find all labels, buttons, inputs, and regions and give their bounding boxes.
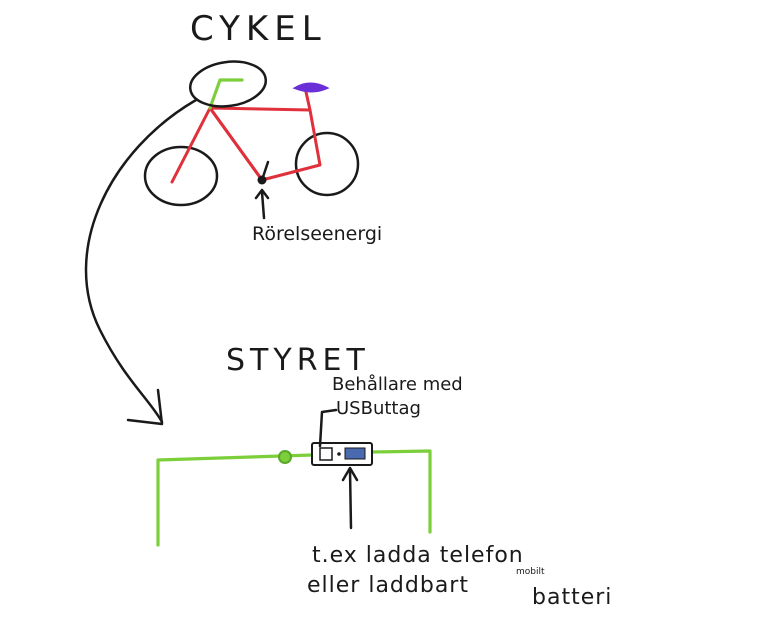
handlebar-right xyxy=(370,449,432,534)
handlebar-detail xyxy=(156,442,432,547)
handlebar-left xyxy=(156,453,314,547)
label-container-2: USButtag xyxy=(336,398,421,419)
handlebar-knob xyxy=(278,450,292,464)
energy-arrow-head xyxy=(254,188,270,200)
title-cykel: CYKEL xyxy=(190,9,327,49)
usage-arrow-head xyxy=(341,466,359,482)
seat xyxy=(292,82,330,93)
curved-arrow-head xyxy=(126,388,164,426)
label-usage-1: t.ex ladda telefon xyxy=(312,543,524,568)
label-container-1: Behållare med xyxy=(332,374,463,395)
pedal-arm xyxy=(260,160,270,182)
bicycle-drawing xyxy=(143,60,360,207)
label-usage-superscript: mobilt xyxy=(516,567,545,577)
front-wheel xyxy=(143,145,219,207)
usb-port-icon xyxy=(319,447,333,461)
rear-wheel xyxy=(294,131,360,197)
label-usage-battery: batteri xyxy=(532,585,612,610)
usb-socket-icon xyxy=(344,447,366,460)
title-styret: STYRET xyxy=(226,343,370,378)
bike-handlebar xyxy=(208,78,244,110)
label-usage-2: eller laddbart xyxy=(307,573,469,598)
handlebar-highlight-circle xyxy=(188,60,268,108)
label-rorelseenergi: Rörelseenergi xyxy=(252,223,382,245)
fork xyxy=(170,106,212,184)
energy-arrow-shaft xyxy=(260,190,266,220)
usage-arrow-shaft xyxy=(348,468,353,530)
down-tube xyxy=(208,106,264,182)
container-pointer xyxy=(318,408,338,448)
status-led-icon xyxy=(337,452,341,456)
curved-arrow-shaft xyxy=(84,98,198,424)
seat-post xyxy=(304,90,312,112)
